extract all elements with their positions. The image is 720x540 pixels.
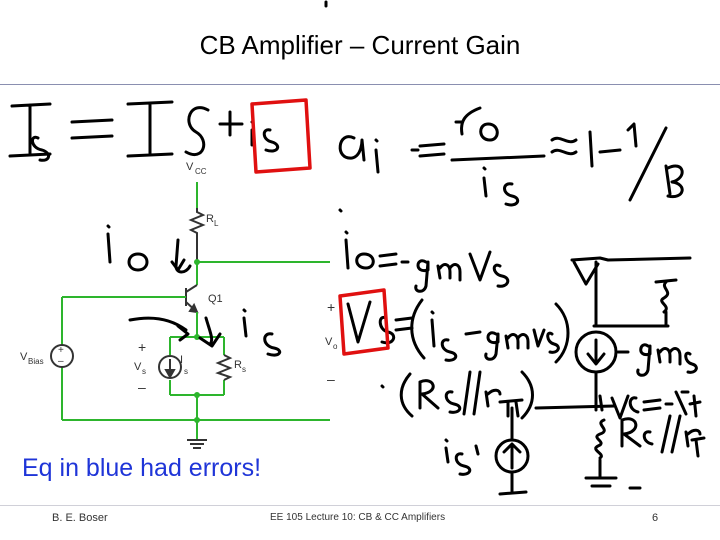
vo-label: V: [325, 336, 333, 348]
vs-minus: –: [138, 379, 146, 395]
vo-sub: o: [333, 342, 338, 351]
ink-vs-equation: [346, 298, 570, 420]
vs-plus: +: [138, 339, 146, 355]
circuit-labels: V CC R L Q1 V Bias + V s – I s R s + V o…: [20, 161, 338, 395]
rs-label: R: [234, 359, 242, 371]
circuit-schematic: + –: [50, 182, 330, 449]
handwritten-annotations: [8, 0, 706, 496]
footer-divider: [0, 505, 720, 506]
vcc-sub: CC: [195, 167, 207, 176]
ink-is-prime-source: [444, 406, 530, 496]
slide-title: CB Amplifier – Current Gain: [199, 30, 521, 60]
is-label: I: [180, 354, 183, 366]
ground-symbol: [187, 439, 207, 449]
rs-resistor: [215, 354, 233, 381]
ink-io-arrow: [106, 224, 192, 274]
red-box-vs: [338, 288, 390, 356]
is-sub: s: [184, 367, 188, 376]
red-highlight-boxes: [250, 98, 390, 356]
svg-text:+: +: [58, 345, 64, 356]
vo-minus: –: [327, 371, 335, 387]
title-divider: [0, 84, 720, 85]
vs-label: V: [134, 361, 142, 373]
footer-author: B. E. Boser: [52, 512, 108, 524]
ink-small-signal-model: [534, 256, 706, 490]
vbias-sub: Bias: [28, 357, 44, 366]
vbias-source: [50, 344, 74, 368]
vs-sub: s: [142, 367, 146, 376]
footer-course: EE 105 Lecture 10: CB & CC Amplifiers: [270, 512, 446, 523]
footer-page-number: 6: [652, 512, 659, 524]
ink-dot: [338, 208, 343, 213]
ink-io-equation: [344, 230, 510, 293]
ink-is-equation: [8, 100, 280, 162]
rl-resistor: [188, 208, 206, 262]
q1-transistor: [185, 284, 199, 314]
q1-label: Q1: [208, 293, 223, 305]
vo-plus: +: [327, 299, 335, 315]
svg-text:–: –: [58, 356, 64, 367]
vbias-label: V: [20, 351, 28, 363]
ink-is-arrow: [128, 308, 282, 357]
red-box-is: [250, 98, 312, 174]
errors-note: Eq in blue had errors!: [22, 454, 262, 482]
rs-sub: s: [242, 365, 246, 374]
rl-label: R: [206, 213, 214, 225]
rl-sub: L: [214, 219, 219, 228]
vcc-label: V: [186, 161, 194, 173]
ink-gain-expression: [338, 106, 684, 207]
